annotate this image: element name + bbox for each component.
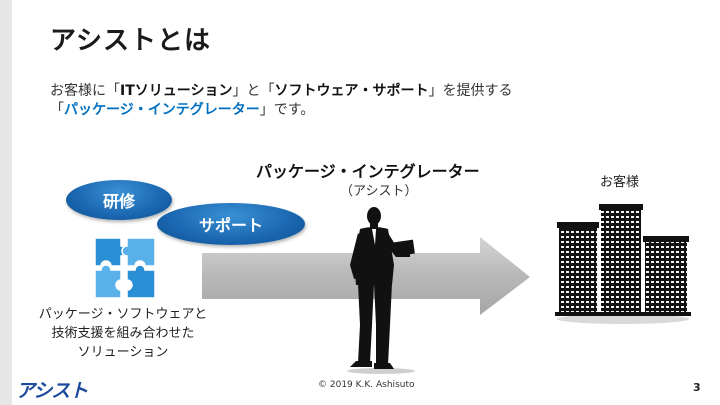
solution-line-1: パッケージ・ソフトウェアと [38,307,208,322]
left-accent-bar [0,0,12,405]
intro-text-part: 」です。 [259,102,315,118]
customer-label: お客様 [600,175,640,190]
solution-line-2: 技術支援を組み合わせた [51,326,195,341]
package-integrator-subtitle: （アシスト） [340,184,418,199]
intro-text-part: 「 [50,102,64,118]
intro-text-part: 」と「 [232,83,275,99]
intro-text: お客様に「ITソリューション」と「ソフトウェア・サポート」を提供する 「パッケー… [50,82,512,120]
intro-line-2: 「パッケージ・インテグレーター」です。 [50,101,512,120]
intro-text-part: お客様に「 [50,83,120,99]
intro-text-part: 」を提供する [428,83,513,99]
page-title: アシストとは [50,26,211,56]
assist-logo: アシスト [16,380,88,402]
support-ellipse: サポート [157,203,305,245]
intro-line-1: お客様に「ITソリューション」と「ソフトウェア・サポート」を提供する [50,82,512,101]
copyright-text: © 2019 K.K. Ashisuto [318,380,415,390]
buildings-icon [555,204,691,324]
puzzle-icon [94,237,156,299]
person-with-laptop-silhouette [347,207,415,374]
package-integrator-emphasis: パッケージ・インテグレーター [64,102,260,118]
page-number: 3 [693,381,701,394]
training-ellipse: 研修 [66,180,172,220]
it-solution-emphasis: ITソリューション [120,83,233,99]
solution-text: パッケージ・ソフトウェアと 技術支援を組み合わせた ソリューション [18,305,228,362]
software-support-emphasis: ソフトウェア・サポート [274,83,429,99]
solution-line-3: ソリューション [77,345,169,360]
package-integrator-title: パッケージ・インテグレーター [256,162,480,181]
